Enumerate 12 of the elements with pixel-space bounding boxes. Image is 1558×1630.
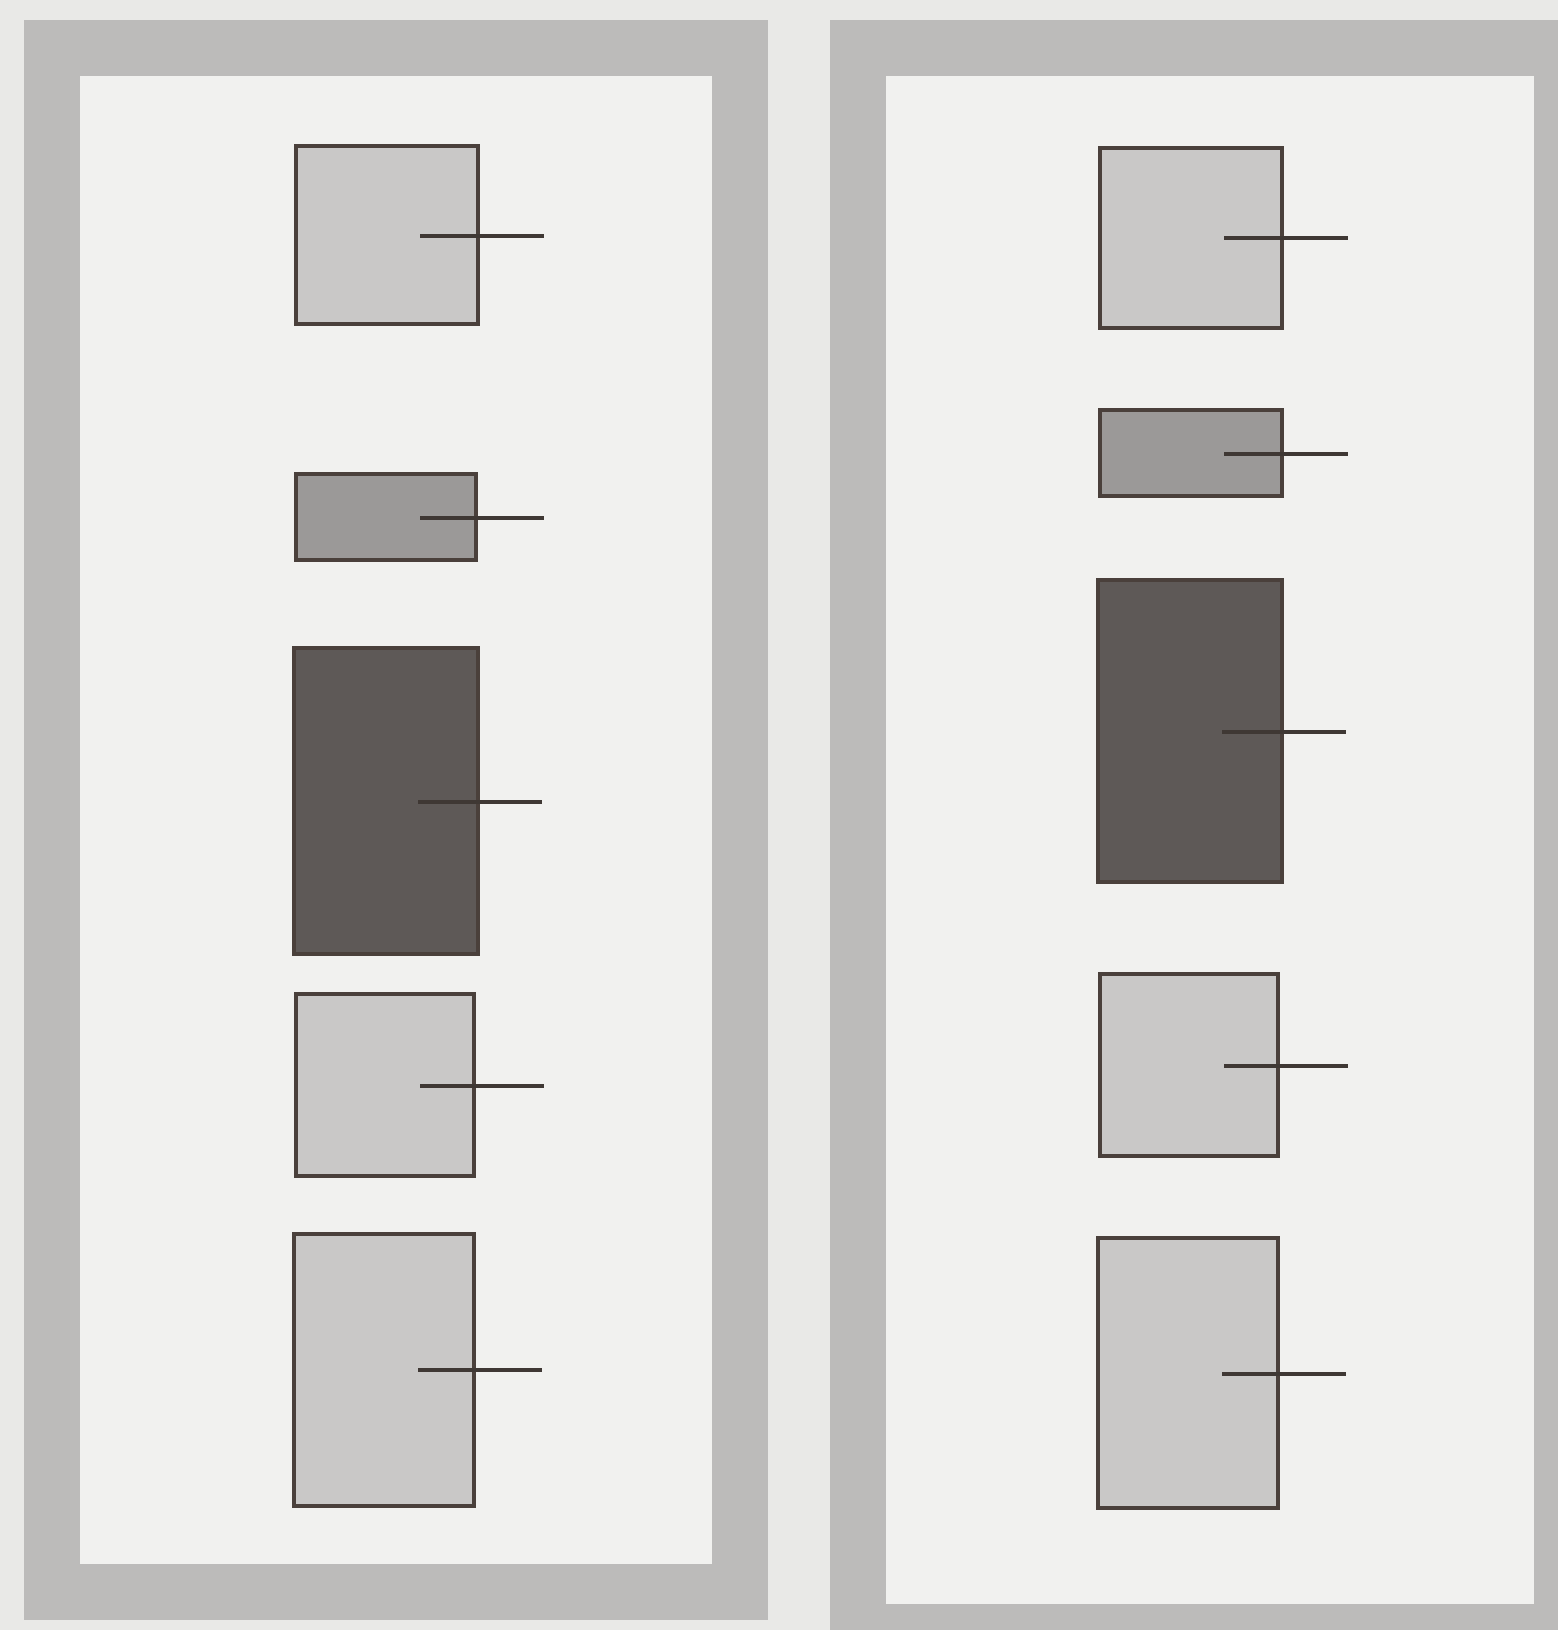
block xyxy=(292,646,480,956)
block xyxy=(1096,578,1284,884)
block xyxy=(1096,1236,1280,1510)
block xyxy=(294,144,480,326)
block xyxy=(294,992,476,1178)
block xyxy=(1098,972,1280,1158)
panel-frame xyxy=(24,20,768,1620)
block xyxy=(1098,408,1284,498)
panel-frame xyxy=(830,20,1558,1630)
block xyxy=(292,1232,476,1508)
block xyxy=(1098,146,1284,330)
block xyxy=(294,472,478,562)
